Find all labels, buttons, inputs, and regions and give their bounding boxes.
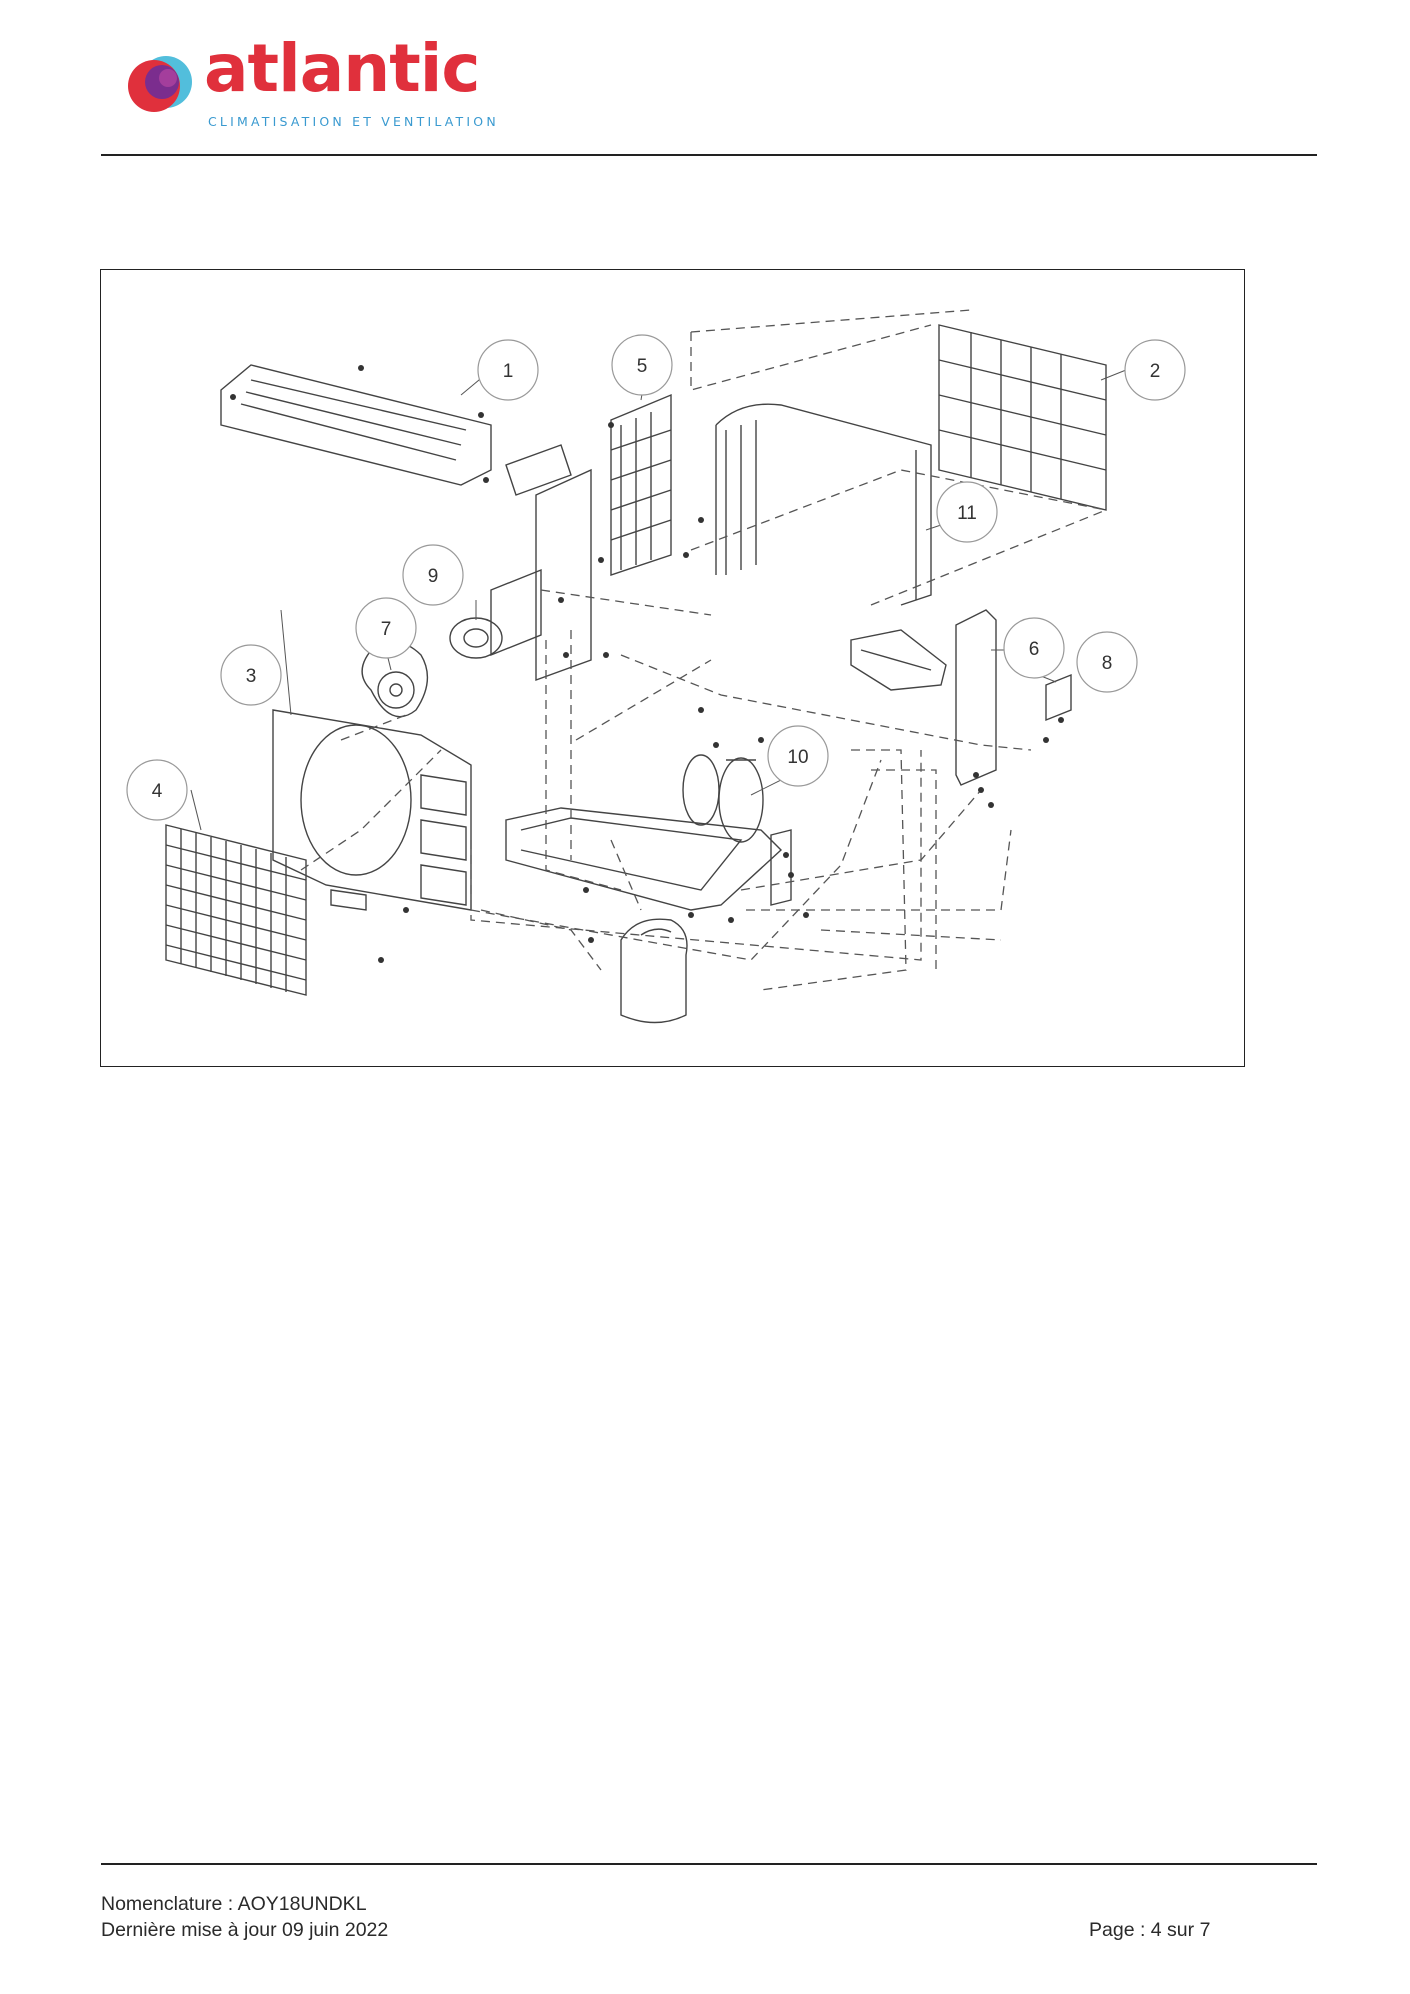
callout-7: 7 xyxy=(355,597,417,659)
callout-leaders xyxy=(190,369,1127,831)
part-front-grille xyxy=(165,824,307,996)
exploded-parts-diagram: 1 2 3 4 5 6 7 8 xyxy=(100,269,1245,1067)
brand-logo: atlantic CLIMATISATION ET VENTILATION xyxy=(118,30,499,134)
callout-3: 3 xyxy=(220,644,282,706)
atlantic-logo-icon xyxy=(128,56,192,112)
part-terminal-cover xyxy=(1045,673,1072,722)
callout-8: 8 xyxy=(1076,631,1138,693)
brand-name: atlantic xyxy=(204,30,481,107)
screws xyxy=(230,365,1064,963)
part-fan xyxy=(361,641,429,718)
svg-text:1: 1 xyxy=(503,361,514,382)
svg-text:7: 7 xyxy=(381,619,392,640)
part-base-pan xyxy=(505,807,783,911)
svg-text:6: 6 xyxy=(1029,639,1040,660)
callout-9: 9 xyxy=(402,544,464,606)
last-updated: Dernière mise à jour 09 juin 2022 xyxy=(101,1919,389,1941)
svg-text:4: 4 xyxy=(152,781,163,802)
part-compressor xyxy=(682,754,764,843)
part-side-grille xyxy=(610,393,672,576)
brand-tagline: CLIMATISATION ET VENTILATION xyxy=(208,114,499,129)
part-valve-bracket xyxy=(770,829,792,906)
footer-divider xyxy=(101,1863,1317,1865)
part-partition-plate xyxy=(505,444,592,681)
callout-10: 10 xyxy=(767,725,829,787)
callout-11: 11 xyxy=(936,481,998,543)
exploded-view-drawing: 1 2 3 4 5 6 7 8 xyxy=(126,309,1186,1024)
part-top-panel xyxy=(220,364,492,486)
part-rear-grille xyxy=(938,324,1107,511)
header-divider xyxy=(101,154,1317,156)
page-number: Page : 4 sur 7 xyxy=(1089,1919,1211,1941)
svg-text:5: 5 xyxy=(637,356,648,377)
callout-5: 5 xyxy=(611,334,673,396)
svg-text:9: 9 xyxy=(428,566,439,587)
footer-info: Nomenclature : AOY18UNDKL Dernière mise … xyxy=(101,1891,388,1943)
part-front-panel xyxy=(272,709,472,911)
svg-text:8: 8 xyxy=(1102,653,1113,674)
svg-text:2: 2 xyxy=(1150,361,1161,382)
part-drain-cap xyxy=(330,889,367,911)
callout-4: 4 xyxy=(126,759,188,821)
assembly-guide-lines xyxy=(300,309,1107,991)
svg-text:3: 3 xyxy=(246,666,257,687)
callout-2: 2 xyxy=(1124,339,1186,401)
callout-6: 6 xyxy=(1003,617,1065,679)
part-heat-exchanger xyxy=(715,403,932,606)
callout-1: 1 xyxy=(477,339,539,401)
part-sound-insulation xyxy=(620,918,688,1024)
part-fan-motor xyxy=(449,568,542,659)
nomenclature-reference: Nomenclature : AOY18UNDKL xyxy=(101,1893,367,1915)
svg-text:10: 10 xyxy=(787,747,808,768)
part-control-box xyxy=(850,629,947,691)
parts-line-art xyxy=(165,324,1107,1024)
part-right-side-panel xyxy=(955,609,997,786)
svg-text:11: 11 xyxy=(957,503,977,524)
